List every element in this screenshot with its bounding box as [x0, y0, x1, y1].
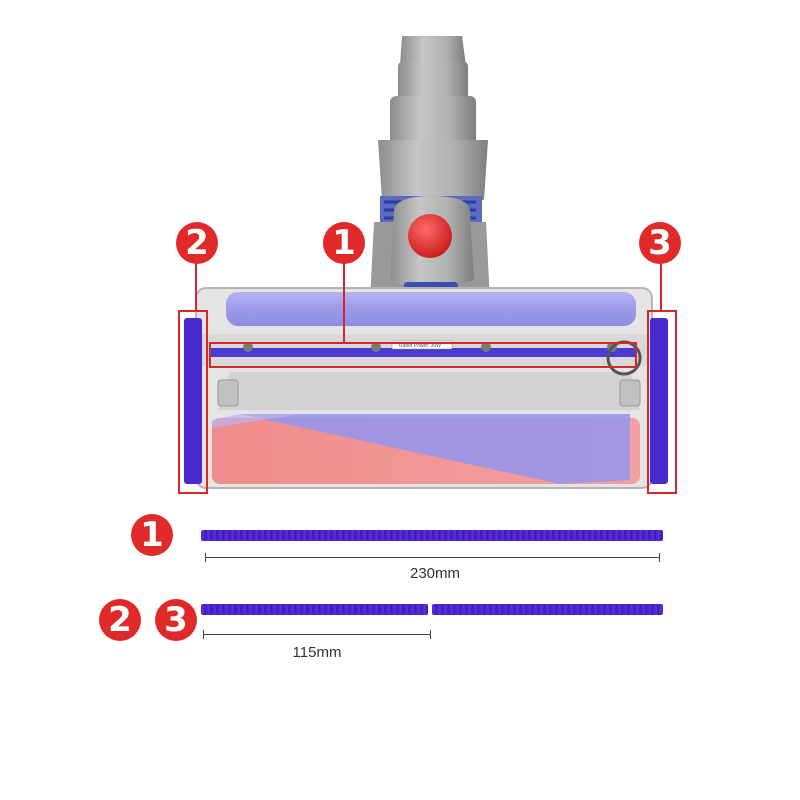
- row2-marker-2: 2: [99, 599, 141, 641]
- dim-line-230: [205, 557, 660, 558]
- dim-line-115: [203, 634, 431, 635]
- dim-tick-right: [659, 553, 660, 562]
- rated-power-label: Rated Power: 30W: [399, 343, 441, 349]
- felt-strip-long: [201, 530, 663, 541]
- head-housing: [184, 287, 668, 489]
- dim-tick-right-115: [430, 630, 431, 639]
- felt-strip-short-right: [432, 604, 663, 615]
- connector-neck: [370, 36, 490, 300]
- length-label-230: 230mm: [409, 565, 461, 582]
- length-label-115: 115mm: [292, 644, 342, 661]
- callout-box-1: [209, 342, 637, 368]
- felt-strip-short-left: [201, 604, 428, 615]
- part-marker-3: 3: [639, 222, 681, 264]
- row2-marker-3: 3: [155, 599, 197, 641]
- part-marker-2: 2: [176, 222, 218, 264]
- row1-marker-1: 1: [131, 514, 173, 556]
- callout-box-2: [178, 310, 208, 494]
- release-knob: [408, 214, 452, 258]
- part-marker-1: 1: [323, 222, 365, 264]
